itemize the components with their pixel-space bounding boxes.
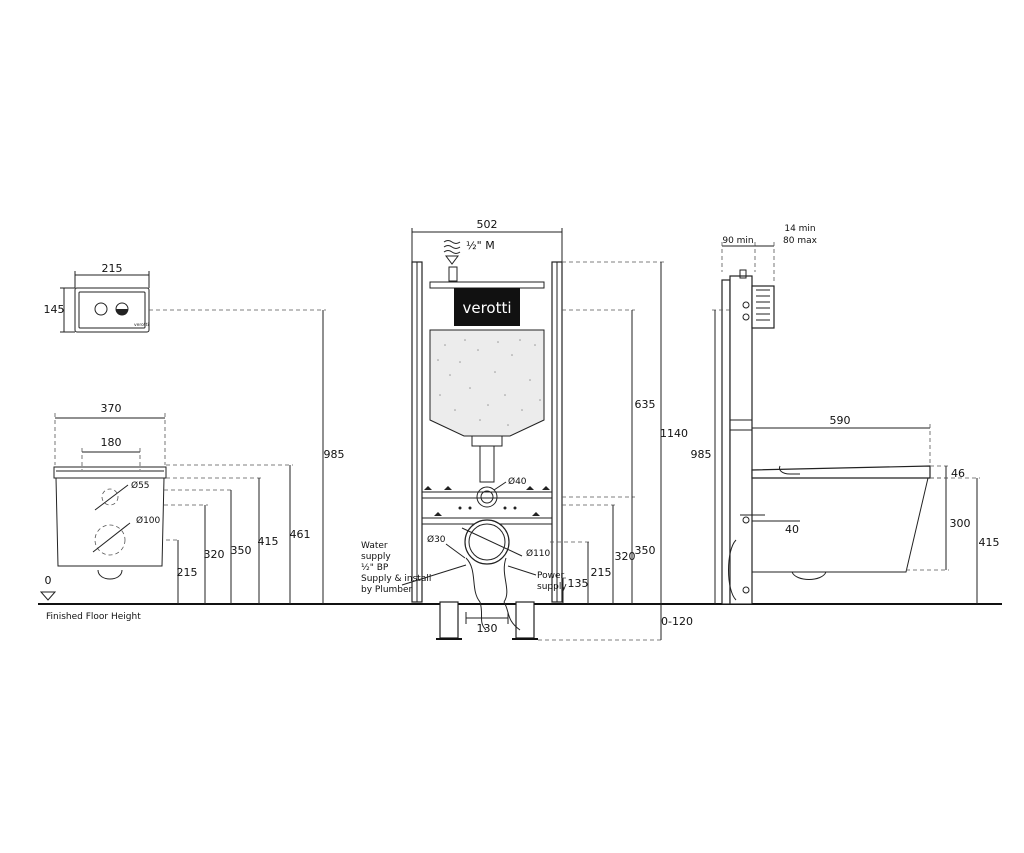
flush-plate-brand: verotti — [134, 322, 149, 328]
dim-front-350: 350 — [231, 544, 252, 557]
label-pipe-110: Ø110 — [526, 548, 551, 559]
svg-text:by Plumber: by Plumber — [361, 585, 413, 595]
frame-brand: verotti — [462, 299, 511, 317]
dim-frame-1140: 1140 — [660, 427, 688, 440]
hole-100-icon — [94, 524, 126, 556]
dim-side-985: 985 — [691, 448, 712, 461]
svg-text:½" BP: ½" BP — [361, 563, 389, 573]
water-wave-icon — [443, 240, 461, 254]
dim-80-max: 80 max — [783, 236, 818, 246]
outlet-110-icon — [464, 519, 510, 565]
water-supply-note: Water supply ½" BP Supply & install by P… — [361, 541, 467, 595]
dim-front-415: 415 — [258, 535, 279, 548]
installation-frame: 502 ½" M verotti Ø40 — [411, 218, 563, 640]
label-pipe-30: Ø30 — [427, 534, 446, 545]
dim-370: 370 — [101, 402, 122, 415]
water-inlet-marker-icon — [445, 255, 459, 265]
dim-frame-0-120: 0-120 — [661, 615, 693, 628]
dim-frame-135: 135 — [568, 577, 589, 590]
flush-button-small-icon — [94, 302, 108, 316]
floor-caption: Finished Floor Height — [46, 612, 141, 622]
dim-90-min: 90 min — [722, 236, 753, 246]
dim-145: 145 — [44, 303, 65, 316]
dim-215: 215 — [102, 262, 123, 275]
dim-side-300: 300 — [950, 517, 971, 530]
toilet-front-view: 370 180 Ø55 Ø100 — [53, 402, 167, 580]
svg-text:supply: supply — [537, 582, 567, 592]
dim-40: 40 — [785, 523, 799, 536]
svg-text:supply: supply — [361, 552, 391, 562]
dim-side-415: 415 — [979, 536, 1000, 549]
dim-front-215: 215 — [177, 566, 198, 579]
dim-frame-350: 350 — [635, 544, 656, 557]
label-hole-100: Ø100 — [136, 515, 161, 526]
svg-text:Power: Power — [537, 571, 565, 581]
dim-frame-215: 215 — [591, 566, 612, 579]
brand-logo-block — [454, 288, 520, 326]
dim-side-46: 46 — [951, 467, 965, 480]
dim-14-min: 14 min — [784, 224, 815, 234]
dim-502: 502 — [477, 218, 498, 231]
dim-frame-320: 320 — [615, 550, 636, 563]
flush-half-fill-icon — [116, 309, 128, 315]
side-view: 90 min 14 min 80 max 590 40 — [721, 224, 931, 605]
dim-front-461: 461 — [290, 528, 311, 541]
dim-590: 590 — [830, 414, 851, 427]
dim-front-985: 985 — [324, 448, 345, 461]
label-pipe-40: Ø40 — [508, 476, 527, 487]
water-inlet-label: ½" M — [466, 239, 495, 252]
flush-plate-side-icon — [751, 285, 775, 329]
floor-level-marker-icon — [39, 591, 57, 601]
svg-text:Water: Water — [361, 541, 388, 551]
power-supply-note: Power supply — [507, 565, 567, 592]
svg-text:Supply & install: Supply & install — [361, 574, 431, 584]
dim-180: 180 — [101, 436, 122, 449]
floor-zero-label: 0 — [45, 574, 52, 587]
dim-front-320: 320 — [204, 548, 225, 561]
dim-130: 130 — [477, 622, 498, 635]
dim-frame-635: 635 — [635, 398, 656, 411]
label-hole-55: Ø55 — [131, 480, 150, 491]
flush-plate: verotti — [74, 287, 150, 333]
hole-55-icon — [101, 488, 119, 506]
